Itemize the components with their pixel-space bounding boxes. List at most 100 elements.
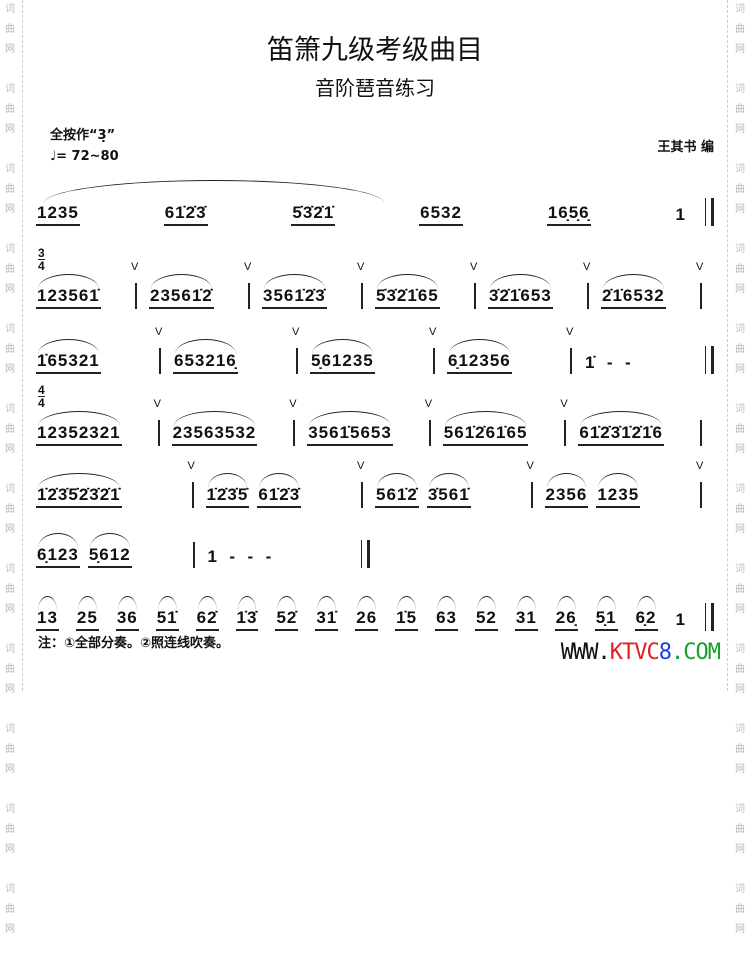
- footnote: 注：①全部分奏。②照连线吹奏。: [38, 636, 230, 651]
- measure: 1̇65321: [36, 339, 147, 374]
- measure: 3561̇5653: [307, 411, 417, 446]
- barline: [470, 261, 477, 309]
- note-group: 52: [474, 596, 498, 631]
- score-row: 1̇65321 653216̣ 5̣61235 6̣12356 1̇ - -: [36, 326, 714, 374]
- note-group: 1̇3̇: [235, 596, 259, 631]
- note-group: 16̣5̣6̣: [546, 203, 591, 226]
- note-group: 1̇5: [395, 596, 419, 631]
- note-group: 6̣2: [634, 596, 658, 631]
- barline: [357, 460, 364, 508]
- note-group: 5̇3̇2̇1̇65: [375, 274, 440, 309]
- note-group: 5̣1: [594, 596, 618, 631]
- composer: 王其书 编: [657, 140, 714, 155]
- time-denominator: 4: [38, 396, 45, 410]
- margin-line-left: [22, 0, 23, 691]
- barline: [425, 398, 432, 446]
- barline: [357, 261, 364, 309]
- final-barline: [705, 198, 714, 226]
- measure: 123561̇: [36, 274, 123, 309]
- page-subtitle: 音阶琶音练习: [315, 76, 435, 100]
- barline: [566, 326, 573, 374]
- measure: 1̇2̇3̇5̇61̇2̇3̇: [205, 473, 350, 508]
- note-group: 26: [355, 596, 379, 631]
- note-group: 1̇2̇3̇5̇: [205, 473, 250, 508]
- phrase-slur: [44, 180, 384, 203]
- note-group: 13: [36, 596, 59, 631]
- site-logo: WWW.KTVC8.COM: [560, 640, 721, 665]
- measure: 653216̣: [173, 339, 284, 374]
- note-group: 61̇2̇3̇1̇2̇1̇6: [578, 411, 665, 446]
- note-group: 2356: [544, 473, 589, 508]
- note-group: 31̇: [315, 596, 339, 631]
- measure: 1̇ - -: [584, 353, 695, 374]
- note-group: 1 - - -: [207, 547, 273, 566]
- note-group: 25: [75, 596, 99, 631]
- note-group: 1̇ - -: [585, 353, 632, 372]
- note-group: 31: [514, 596, 538, 631]
- note-group: 1̇2̇3̇5̇2̇3̇2̇1̇: [36, 473, 122, 508]
- time-numerator: 4: [38, 383, 45, 397]
- note-group: 23563532: [171, 411, 258, 446]
- measure: 561̇2̇3̇561̇: [375, 473, 519, 508]
- note-group: 561̇2̇61̇65: [442, 411, 529, 446]
- note-group: 3̇2̇1̇653: [488, 274, 553, 309]
- score-row: 123561̇23561̇2̇3561̇2̇3̇5̇3̇2̇1̇653̇2̇1̇…: [36, 261, 714, 309]
- note-group: 63: [435, 596, 458, 631]
- score-row: 12352321 23563532 3561̇5653 561̇2̇61̇65 61̇2…: [36, 398, 714, 446]
- note-group: 5̣61235: [310, 339, 375, 374]
- measure: 6̣12356: [447, 339, 558, 374]
- measure: 3561̇2̇3̇: [262, 274, 349, 309]
- measure: 5̣61235: [310, 339, 421, 374]
- barline: [560, 398, 568, 446]
- final-barline: [361, 540, 370, 568]
- measure: 23563532: [171, 411, 282, 446]
- watermark-left: 词曲网 词曲网 词曲网 词曲网 词曲网 词曲网 词曲网 词曲网 词曲网 词曲网 …: [5, 4, 15, 935]
- barline: [292, 326, 299, 374]
- measure: 61̇2̇3̇1̇2̇1̇6: [578, 411, 688, 446]
- note-group: 6532: [419, 203, 463, 226]
- watermark-right: 词曲网 词曲网 词曲网 词曲网 词曲网 词曲网 词曲网 词曲网 词曲网 词曲网 …: [735, 4, 745, 935]
- note-group: 3̇561̇: [426, 473, 471, 508]
- barline: [244, 261, 251, 309]
- note-group: 1235: [36, 203, 80, 226]
- note-group: 561̇2̇: [375, 473, 419, 508]
- note-group: 52̇: [275, 596, 299, 631]
- time-numerator: 3: [38, 246, 45, 260]
- note-group: 12352321: [36, 411, 122, 446]
- measure: 1̇2̇3̇5̇2̇3̇2̇1̇: [36, 473, 180, 508]
- barline: [696, 261, 703, 309]
- note-group: 3561̇5653: [307, 411, 393, 446]
- measure: 3̇2̇1̇653: [488, 274, 575, 309]
- measure: 2̇1̇6532: [601, 274, 688, 309]
- note-group: 51̇: [155, 596, 179, 631]
- note-group: 5̣612: [87, 533, 132, 568]
- measure: 5̇3̇2̇1̇65: [375, 274, 462, 309]
- note-group: 2̇1̇6532: [601, 274, 666, 309]
- measure: 12352321: [36, 411, 146, 446]
- barline: [192, 542, 195, 568]
- note-group: 61̇2̇3̇: [257, 473, 302, 508]
- note-group: 62̇: [195, 596, 219, 631]
- note-group: 1̇65321: [36, 339, 101, 374]
- final-barline: [705, 603, 714, 631]
- barline: [527, 460, 534, 508]
- note-group: 5̇3̇2̇1̇: [291, 203, 336, 226]
- note-group: 61̇2̇3̇: [163, 203, 208, 226]
- note-group: 3561̇2̇3̇: [262, 274, 327, 309]
- barline: [154, 398, 161, 446]
- note-group: 26̣: [554, 596, 578, 631]
- final-barline: [705, 346, 714, 374]
- measure: 561̇2̇61̇65: [442, 411, 553, 446]
- margin-line-right: [727, 0, 728, 691]
- barline: [696, 460, 703, 508]
- page-title: 笛箫九级考级曲目: [267, 35, 483, 66]
- barline: [188, 460, 195, 508]
- fingering-label: 全按作“3̣”: [50, 128, 116, 143]
- note-group: 6̣12356: [447, 339, 512, 374]
